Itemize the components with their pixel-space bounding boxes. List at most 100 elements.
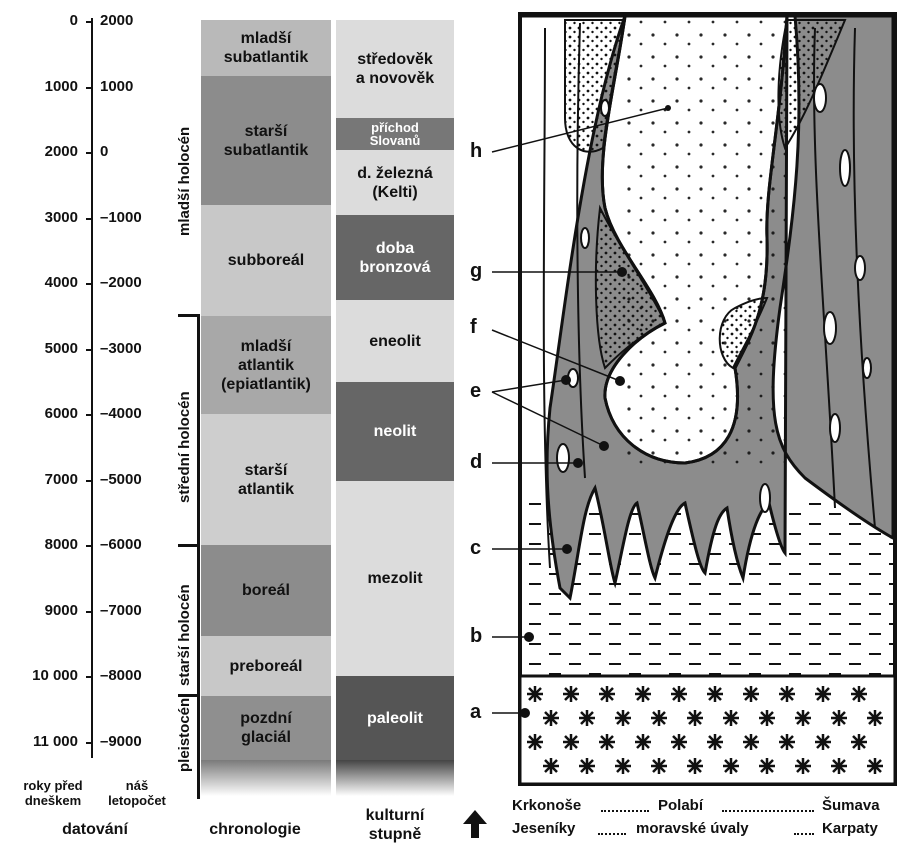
chronology-period: mladší subatlantik xyxy=(201,20,331,76)
bp-year-label: 10 000 xyxy=(32,667,78,684)
bp-year-label: 3000 xyxy=(44,208,78,226)
culture-stage: d. železná (Kelti) xyxy=(336,150,454,215)
star-symbol xyxy=(867,758,883,774)
star-symbol xyxy=(563,686,579,702)
star-symbol xyxy=(759,710,775,726)
star-symbol xyxy=(707,734,723,750)
chronology-period: preboreál xyxy=(201,636,331,696)
calendar-year-label: –5000 xyxy=(100,470,142,488)
star-symbol xyxy=(615,710,631,726)
star-symbol xyxy=(759,758,775,774)
bp-year-label: 9000 xyxy=(44,601,78,619)
star-symbol xyxy=(543,710,559,726)
culture-stage: eneolit xyxy=(336,300,454,382)
epoch-axis-line xyxy=(197,315,200,799)
star-symbol xyxy=(687,758,703,774)
bedrock-star-layer xyxy=(527,686,883,774)
calendar-year-label: –3000 xyxy=(100,339,142,357)
bp-year-label: 11 000 xyxy=(32,732,78,750)
star-symbol xyxy=(651,758,667,774)
calendar-year-label: 2000 xyxy=(100,12,134,29)
dating-tick xyxy=(86,741,93,744)
calendar-year-label: 1000 xyxy=(100,77,134,95)
star-symbol xyxy=(543,758,559,774)
calendar-year-label: –7000 xyxy=(100,601,142,619)
profile-drawing xyxy=(518,12,897,786)
star-symbol xyxy=(563,734,579,750)
culture-caption: kulturní stupně xyxy=(365,807,425,843)
chronology-period: pozdní glaciál xyxy=(201,696,331,760)
calendar-year-label: –2000 xyxy=(100,274,142,291)
region-sumava: Šumava xyxy=(822,797,880,814)
dating-tick xyxy=(86,610,93,613)
dating-caption: datování xyxy=(62,821,128,838)
dating-tick xyxy=(86,152,93,154)
star-symbol xyxy=(815,686,831,702)
chronology-fade xyxy=(201,760,331,796)
bp-year-label: 8000 xyxy=(44,536,78,553)
star-symbol xyxy=(687,710,703,726)
calendar-year-label: 0 xyxy=(100,143,109,160)
star-symbol xyxy=(599,734,615,750)
dating-tick xyxy=(86,676,93,678)
star-symbol xyxy=(743,686,759,702)
star-symbol xyxy=(779,686,795,702)
region-polabi: Polabí xyxy=(658,797,704,814)
region-moravske-uvaly: moravské úvaly xyxy=(636,820,749,837)
chronology-period: starší atlantik xyxy=(201,414,331,545)
label-g: g xyxy=(470,260,483,282)
calendar-year-label: –9000 xyxy=(100,732,142,750)
dating-tick xyxy=(86,21,93,23)
star-symbol xyxy=(527,686,543,702)
culture-stage: paleolit xyxy=(336,676,454,760)
star-symbol xyxy=(651,710,667,726)
epoch-divider-1 xyxy=(178,314,200,317)
star-symbol xyxy=(615,758,631,774)
culture-stage: středověk a novověk xyxy=(336,20,454,118)
chronology-period: boreál xyxy=(201,545,331,636)
calendar-year-label: –8000 xyxy=(100,667,142,684)
culture-fade xyxy=(336,760,454,796)
star-symbol xyxy=(527,734,543,750)
bp-year-label: 1000 xyxy=(44,77,78,95)
bp-year-label: 2000 xyxy=(44,143,78,160)
region-dash xyxy=(601,810,649,812)
epoch-divider-2 xyxy=(178,544,200,547)
star-symbol xyxy=(795,758,811,774)
culture-stage: mezolit xyxy=(336,481,454,676)
bp-year-label: 4000 xyxy=(44,274,78,291)
star-symbol xyxy=(579,758,595,774)
calendar-year-label: –1000 xyxy=(100,208,142,226)
dating-tick xyxy=(86,545,93,547)
label-h: h xyxy=(470,140,483,162)
region-karpaty: Karpaty xyxy=(822,820,878,837)
star-symbol xyxy=(707,686,723,702)
region-dash xyxy=(794,833,814,835)
dating-tick xyxy=(86,414,93,416)
star-symbol xyxy=(851,686,867,702)
up-arrow-icon xyxy=(463,810,487,838)
dating-tick xyxy=(86,217,93,220)
bp-caption: roky před dneškem xyxy=(23,778,83,808)
star-symbol xyxy=(743,734,759,750)
bp-year-label: 6000 xyxy=(44,405,78,422)
label-e: e xyxy=(470,380,482,402)
chronology-period: subboreál xyxy=(201,205,331,316)
calendar-year-label: –4000 xyxy=(100,405,142,422)
bp-year-label: 5000 xyxy=(44,339,78,357)
star-symbol xyxy=(867,710,883,726)
calendar-year-label: –6000 xyxy=(100,536,142,553)
star-symbol xyxy=(795,710,811,726)
dating-tick xyxy=(86,86,93,89)
label-f: f xyxy=(470,316,477,338)
star-symbol xyxy=(723,710,739,726)
region-jeseniky: Jeseníky xyxy=(512,820,576,837)
star-symbol xyxy=(635,734,651,750)
culture-stage: příchod Slovanů xyxy=(336,118,454,150)
bp-year-label: 7000 xyxy=(44,470,78,488)
star-symbol xyxy=(831,758,847,774)
dating-axis-line xyxy=(91,18,93,758)
star-symbol xyxy=(671,686,687,702)
dating-tick xyxy=(86,283,93,285)
